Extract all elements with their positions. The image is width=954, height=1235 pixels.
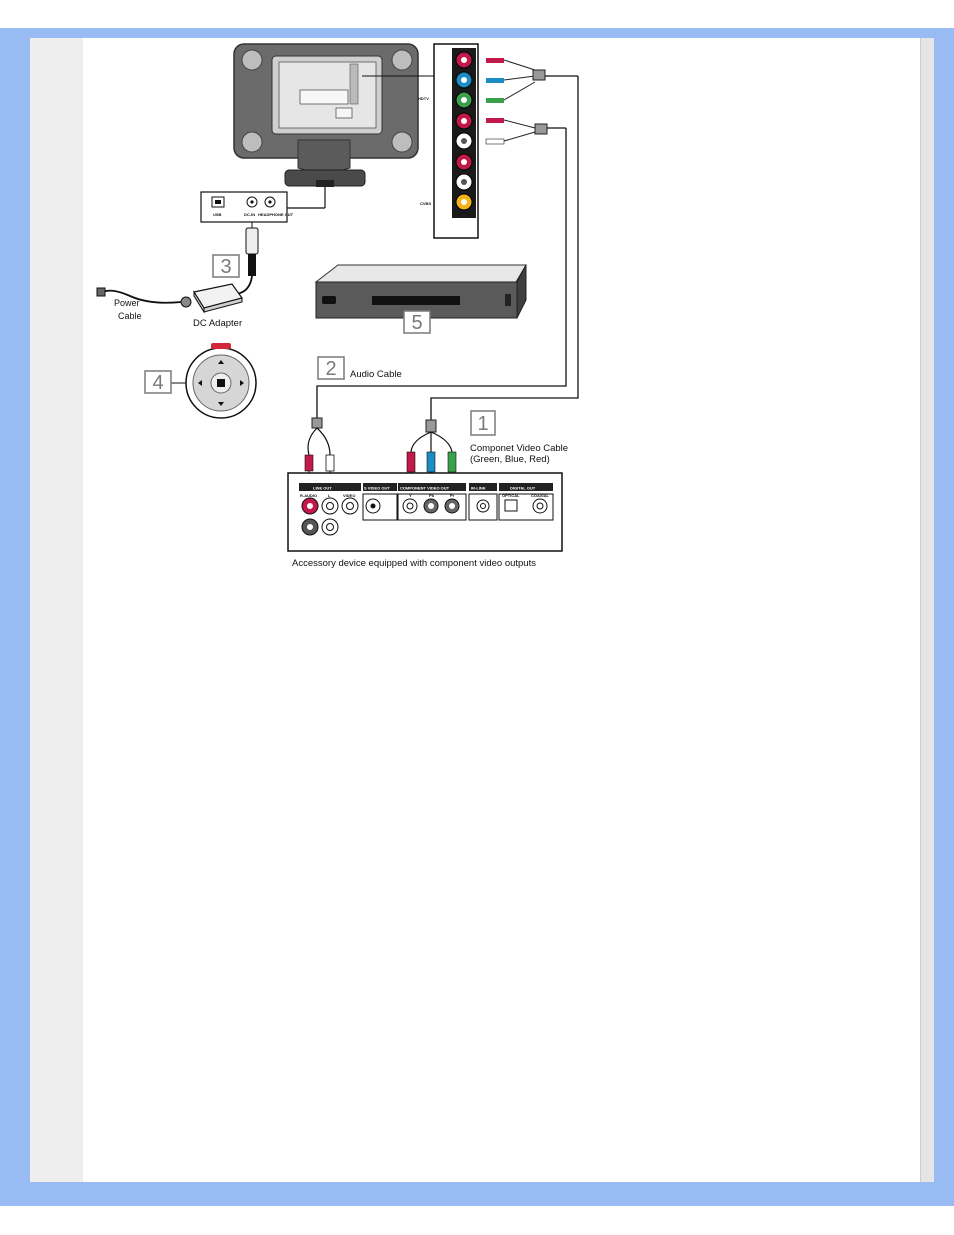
accessory-caption: Accessory device equipped with component…	[292, 558, 536, 569]
power-cable-label: Power	[114, 298, 140, 308]
y-label: Y	[409, 493, 412, 498]
vertical-scrollbar[interactable]	[920, 38, 934, 1182]
component-cable-label: Componet Video Cable	[470, 443, 568, 454]
svg-text:3: 3	[220, 256, 231, 278]
line-out-label: LINE OUT	[313, 486, 332, 491]
svg-text:5: 5	[411, 312, 422, 334]
power-cable-label-2: Cable	[118, 311, 142, 321]
cable-routes	[316, 76, 579, 420]
control-knob	[170, 343, 257, 419]
usb-label: USB	[213, 212, 222, 217]
video-label: VIDEO	[343, 493, 355, 498]
accessory-device	[314, 264, 527, 319]
content-area	[83, 38, 920, 1182]
r-audio-label: R-AUDIO	[300, 493, 317, 498]
cvbs-label: CVBS	[420, 201, 431, 206]
component-cable-colors-label: (Green, Blue, Red)	[470, 454, 550, 465]
dc-adapter-label: DC Adapter	[193, 318, 242, 329]
accessory-back-panel: LINE OUT R-AUDIO L VIDEO S VIDEO OUT COM…	[287, 472, 563, 552]
ir-link-label: IR-LINK	[471, 486, 486, 491]
step-1-badge: 1	[470, 410, 496, 436]
left-sidebar	[30, 38, 83, 1182]
headphone-label: HEADPHONE OUT	[258, 212, 294, 217]
s-video-out-label: S VIDEO OUT	[364, 486, 390, 491]
component-plugs-monitor	[486, 58, 578, 103]
panel-jacks	[455, 51, 473, 211]
connection-diagram: HDTV CVBS	[96, 43, 579, 569]
adapter-port-box: USB DC-IN HEADPHONE OUT	[200, 191, 294, 223]
digital-out-label: DIGITAL OUT	[510, 486, 536, 491]
step-2-badge: 2	[317, 356, 345, 380]
svg-text:2: 2	[325, 358, 336, 380]
step-4-badge: 4	[144, 370, 172, 394]
dc-in-label: DC-IN	[244, 212, 255, 217]
monitor-stand	[284, 139, 366, 209]
audio-cable-plugs	[304, 417, 335, 480]
pr-label: Pr	[450, 493, 455, 498]
pb-label: Pb	[429, 493, 435, 498]
coaxial-label: COAXIAL	[531, 493, 550, 498]
l-label: L	[328, 493, 331, 498]
optical-label: OPTICAL	[502, 493, 520, 498]
component-video-out-label: COMPONENT VIDEO OUT	[400, 486, 450, 491]
monitor-input-panel: HDTV CVBS	[418, 43, 479, 239]
audio-cable-label: Audio Cable	[350, 369, 402, 380]
dc-adapter	[96, 222, 259, 314]
svg-text:4: 4	[152, 372, 163, 394]
step-5-badge: 5	[403, 310, 431, 334]
step-3-badge: 3	[212, 254, 240, 278]
hdtv-label: HDTV	[418, 96, 429, 101]
audio-plugs-monitor	[485, 118, 566, 145]
svg-text:1: 1	[477, 413, 488, 435]
